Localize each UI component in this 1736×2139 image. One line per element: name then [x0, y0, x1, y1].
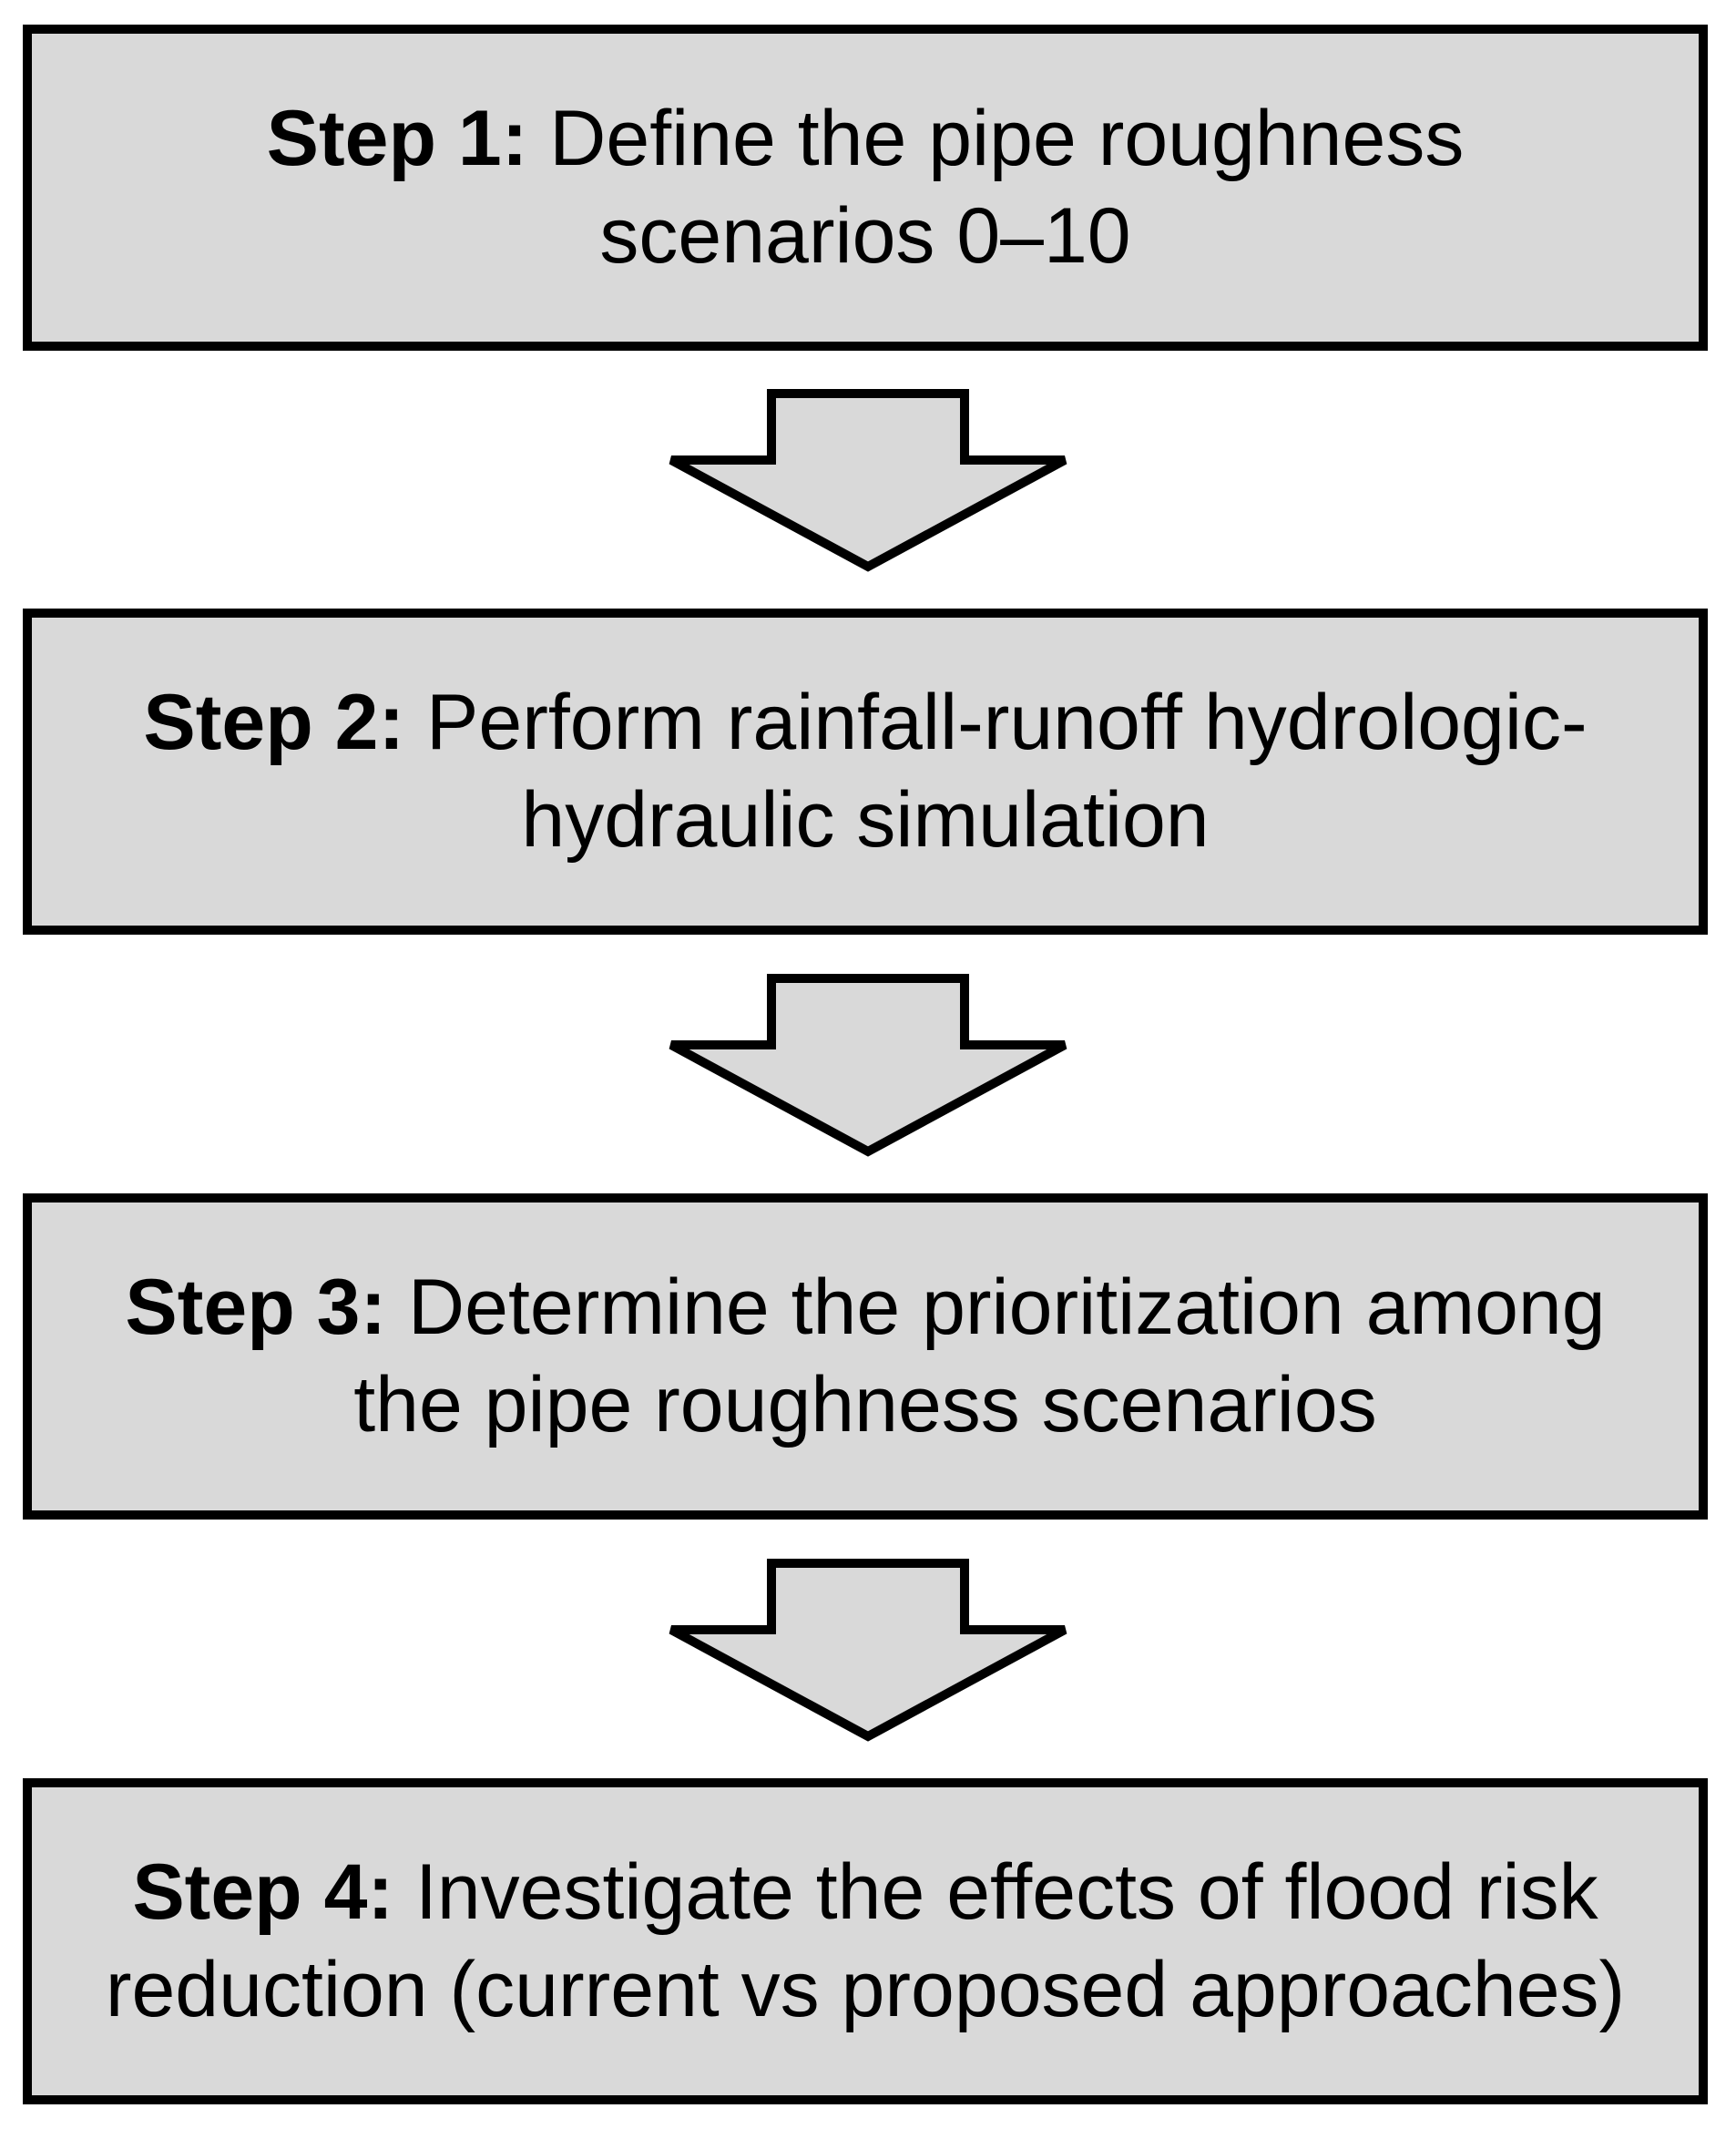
step-2-text: Step 2: Perform rainfall-runoff hydrolog… — [116, 674, 1614, 869]
step-3-box: Step 3: Determine the prioritization amo… — [23, 1193, 1708, 1520]
step-1-prefix: Step 1: — [266, 95, 528, 182]
step-4-prefix: Step 4: — [132, 1848, 394, 1936]
down-arrow-icon-1 — [669, 389, 1067, 572]
step-4-description-part-1: Investigate the effects of flood risk — [414, 1848, 1598, 1936]
step-1-line-1: Step 1: Define the pipe roughness — [267, 90, 1465, 188]
step-2-line-1: Step 2: Perform rainfall-runoff hydrolog… — [143, 674, 1587, 772]
step-1-text: Step 1: Define the pipe roughness scenar… — [240, 90, 1492, 285]
step-2-description-part-2: hydraulic simulation — [521, 776, 1210, 864]
step-3-text: Step 3: Determine the prioritization amo… — [97, 1259, 1632, 1454]
down-arrow-icon-2 — [669, 974, 1067, 1157]
step-1-description-part-2: scenarios 0–10 — [599, 192, 1131, 280]
step-4-line-1: Step 4: Investigate the effects of flood… — [106, 1844, 1625, 1941]
step-2-description-part-1: Perform rainfall-runoff hydrologic- — [426, 679, 1588, 766]
step-3-description-part-2: the pipe roughness scenarios — [353, 1361, 1377, 1448]
step-3-line-1: Step 3: Determine the prioritization amo… — [125, 1259, 1605, 1356]
step-4-description-part-2: reduction (current vs proposed approache… — [105, 1946, 1626, 2033]
down-arrow-icon-3 — [669, 1559, 1067, 1742]
step-1-box: Step 1: Define the pipe roughness scenar… — [23, 25, 1708, 351]
step-2-prefix: Step 2: — [143, 679, 405, 766]
step-2-box: Step 2: Perform rainfall-runoff hydrolog… — [23, 609, 1708, 935]
step-4-box: Step 4: Investigate the effects of flood… — [23, 1778, 1708, 2104]
step-3-prefix: Step 3: — [125, 1264, 387, 1351]
step-3-description-part-1: Determine the prioritization among — [408, 1264, 1606, 1351]
step-4-text: Step 4: Investigate the effects of flood… — [78, 1844, 1652, 2039]
step-1-description-part-1: Define the pipe roughness — [549, 95, 1465, 182]
